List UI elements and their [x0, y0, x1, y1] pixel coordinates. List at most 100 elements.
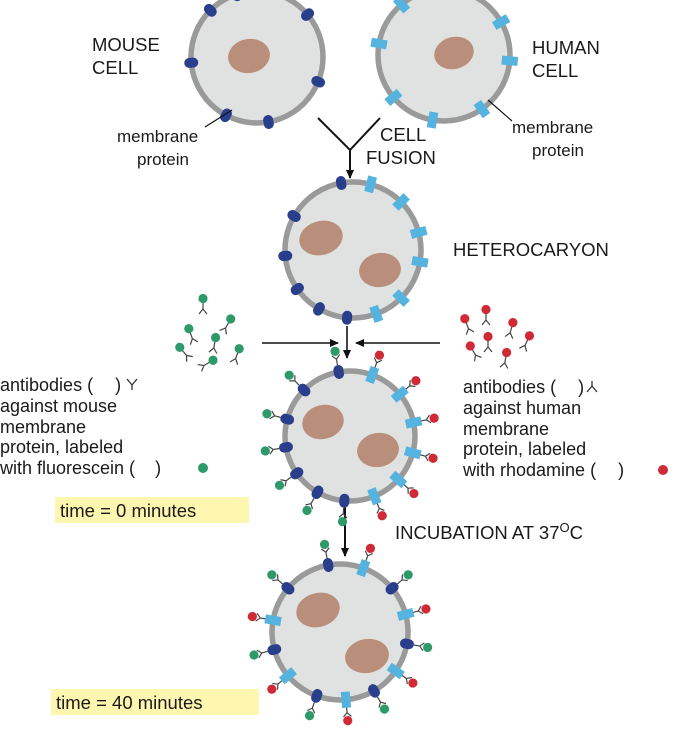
human-membrane-protein [364, 175, 378, 194]
labeled-cell-time-40 [247, 539, 433, 726]
free-fluorescein-antibody [208, 332, 221, 354]
mouse-membrane-protein [267, 644, 282, 656]
free-rhodamine-antibody [481, 304, 491, 326]
svg-text:with rhodamine (): with rhodamine () [462, 460, 624, 480]
human-membrane-protein [473, 99, 491, 119]
free-rhodamine-antibody [499, 347, 512, 369]
free-fluorescein-antibody [198, 293, 208, 315]
time-40-highlight [51, 689, 259, 715]
nucleus [345, 638, 389, 674]
heterocaryon-label: HETEROCARYON [453, 239, 609, 260]
free-rhodamine-antibody [460, 314, 475, 335]
free-fluorescein-antibody [175, 342, 193, 362]
rhodamine-bound-antibody [364, 543, 376, 562]
labeled-cell-time-40-membrane [269, 561, 411, 703]
human-membrane-protein [370, 37, 388, 50]
rhodamine-bound-antibody [420, 413, 439, 424]
mouse-membrane-protein [278, 250, 293, 262]
membrane-protein-left-label-1: membrane [117, 127, 198, 146]
svg-text:membrane: membrane [0, 417, 86, 437]
mouse-membrane-protein [281, 582, 295, 595]
human-membrane-protein [278, 667, 297, 685]
svg-text:against mouse: against mouse [0, 396, 117, 416]
human-membrane-protein [426, 111, 439, 129]
antibody-y-icon [586, 381, 598, 393]
mouse-membrane-protein [368, 684, 380, 698]
free-rhodamine-antibody [465, 341, 482, 362]
incubation-label: INCUBATION AT 37OC [395, 520, 583, 543]
green-dot-icon [198, 463, 208, 473]
time-0-label: time = 0 minutes [60, 500, 196, 521]
human-cell [370, 0, 519, 129]
antibody-y-icon [126, 378, 138, 390]
fluorescein-bound-antibody [302, 498, 315, 516]
time-40-label: time = 40 minutes [56, 692, 203, 713]
svg-text:protein, labeled: protein, labeled [0, 437, 123, 457]
mouse-cell [184, 0, 326, 129]
membrane-protein-right-label-1: membrane [512, 118, 593, 137]
mouse-membrane-protein [184, 57, 199, 68]
mouse-membrane-protein [313, 302, 325, 316]
antibody-addition-arrows [262, 326, 440, 359]
human-membrane-protein [491, 14, 511, 30]
fluorescein-bound-antibody [319, 539, 330, 559]
antibodies-human-label: antibodies () against human membrane pro… [462, 377, 668, 480]
mouse-membrane-protein [311, 75, 326, 88]
mouse-membrane-protein [333, 365, 345, 379]
mouse-membrane-protein [385, 582, 399, 595]
mouse-membrane-protein [287, 210, 301, 222]
rhodamine-bound-antibody [401, 674, 418, 688]
rhodamine-bound-antibody [376, 502, 387, 521]
mouse-cell-label-1: MOUSE [92, 34, 160, 55]
human-membrane-protein [356, 559, 371, 578]
rhodamine-bound-antibody [404, 376, 421, 391]
nucleus [299, 220, 343, 256]
fluorescein-bound-antibody [262, 409, 281, 420]
mouse-membrane-protein [322, 558, 334, 573]
rhodamine-bound-antibody [247, 611, 267, 622]
human-membrane-protein [403, 446, 422, 460]
fluorescein-bound-antibody [284, 370, 300, 386]
svg-text:antibodies (): antibodies () [0, 375, 121, 395]
free-fluorescein-antibody [197, 355, 218, 372]
free-rhodamine-antibody [504, 318, 518, 339]
rhodamine-bound-antibody [419, 452, 438, 463]
human-membrane-protein [389, 470, 408, 489]
human-membrane-protein [411, 255, 429, 268]
human-membrane-protein [367, 487, 382, 506]
cell-fusion-label-1: CELL [380, 124, 426, 145]
membrane-protein-right-label-2: protein [532, 141, 584, 160]
nucleus [296, 592, 340, 628]
fluorescein-bound-antibody [413, 642, 433, 653]
fluorescein-bound-antibody [304, 702, 316, 721]
mouse-cell-label-2: CELL [92, 57, 138, 78]
human-membrane-protein [369, 304, 384, 323]
free-fluorescein-antibody [219, 314, 236, 335]
rhodamine-bound-antibody [412, 604, 431, 615]
human-membrane-protein [340, 691, 352, 709]
fluorescein-bound-antibody [274, 476, 292, 490]
heterocaryon-cell [278, 175, 429, 325]
mouse-membrane-protein [341, 310, 353, 325]
human-membrane-protein [264, 614, 282, 627]
membrane-protein-right-pointer [487, 99, 513, 122]
human-membrane-protein [392, 193, 410, 211]
svg-text:antibodies (): antibodies () [463, 377, 584, 397]
rhodamine-bound-antibody [342, 706, 353, 726]
mouse-membrane-protein [335, 176, 347, 191]
nucleus [302, 404, 344, 440]
svg-text:membrane: membrane [463, 419, 549, 439]
mouse-membrane-protein [279, 441, 293, 453]
time-0-highlight [55, 497, 249, 523]
fluorescein-bound-antibody [397, 570, 413, 585]
mouse-membrane-protein [290, 282, 304, 296]
mouse-membrane-protein [311, 485, 324, 500]
fluorescein-bound-antibody [337, 507, 348, 527]
mouse-membrane-protein [280, 413, 295, 425]
svg-text:with fluorescein (): with fluorescein () [0, 458, 161, 478]
free-rhodamine-antibody [483, 331, 493, 353]
mouse-membrane-protein [290, 467, 304, 480]
cell-fusion-label-2: FUSION [366, 147, 436, 168]
membrane-protein-left-label-2: protein [137, 150, 189, 169]
